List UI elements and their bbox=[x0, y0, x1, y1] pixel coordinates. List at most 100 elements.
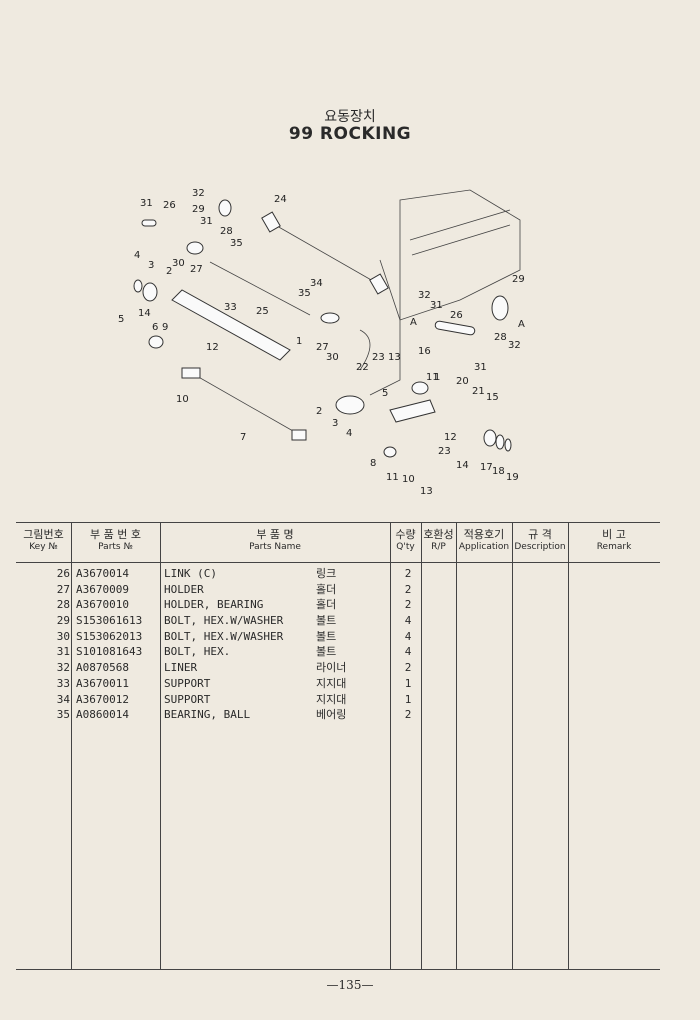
callout-label: A bbox=[518, 319, 525, 330]
callout-label: 34 bbox=[310, 278, 323, 289]
bracket-10 bbox=[181, 367, 201, 379]
support-33 bbox=[171, 289, 291, 361]
link-26-top bbox=[218, 199, 232, 217]
key-cell: 31 bbox=[56, 645, 70, 659]
callout-label: 24 bbox=[274, 194, 287, 205]
part-name-cell: BOLT, HEX.W/WASHER bbox=[164, 614, 284, 628]
qty-cell: 2 bbox=[404, 598, 412, 612]
callout-label: 31 bbox=[430, 300, 443, 311]
callout-label: 2 bbox=[316, 406, 322, 417]
part-number-cell: S153062013 bbox=[76, 629, 143, 643]
part-name-korean-cell: 지지대 bbox=[316, 676, 347, 690]
frame-rail bbox=[409, 209, 511, 256]
callout-label: 29 bbox=[512, 274, 525, 285]
hose-16 bbox=[359, 329, 371, 371]
callout-label: 23 bbox=[438, 446, 451, 457]
col-divider bbox=[160, 522, 161, 970]
callout-label: 28 bbox=[494, 332, 507, 343]
part-name-cell: BOLT, HEX. bbox=[164, 645, 231, 659]
callout-label: 26 bbox=[163, 200, 176, 211]
key-cell: 33 bbox=[56, 676, 70, 690]
qty-cell: 2 bbox=[404, 708, 412, 722]
callout-label: 13 bbox=[420, 486, 433, 497]
part-number-cell: A0870568 bbox=[76, 661, 129, 675]
bearing-2 bbox=[142, 282, 158, 302]
callout-label: 1 bbox=[296, 336, 302, 347]
callout-label: 2 bbox=[166, 266, 172, 277]
rod-25 bbox=[209, 261, 311, 316]
callout-label: 27 bbox=[316, 342, 329, 353]
qty-cell: 1 bbox=[404, 692, 412, 706]
callout-label: 6 bbox=[152, 322, 158, 333]
callout-label: 8 bbox=[370, 458, 376, 469]
part-name-korean-cell: 라이너 bbox=[316, 661, 347, 675]
bearing-15 bbox=[411, 381, 429, 395]
key-cell: 32 bbox=[56, 661, 70, 675]
bushing-9 bbox=[148, 335, 164, 349]
callout-label: 10 bbox=[176, 394, 189, 405]
qty-cell: 4 bbox=[404, 645, 412, 659]
qty-cell: 2 bbox=[404, 661, 412, 675]
callout-label: 19 bbox=[506, 472, 519, 483]
support-shaft-34 bbox=[269, 221, 381, 286]
part-number-cell: A3670011 bbox=[76, 676, 129, 690]
qty-cell: 4 bbox=[404, 629, 412, 643]
part-name-cell: LINK (C) bbox=[164, 567, 217, 580]
table-bottom-border bbox=[16, 969, 660, 970]
callout-label: 23 bbox=[372, 352, 385, 363]
part-number-cell: A0860014 bbox=[76, 708, 129, 722]
key-cell: 27 bbox=[56, 582, 70, 596]
callout-label: 17 bbox=[480, 462, 493, 473]
key-cell: 35 bbox=[56, 708, 70, 722]
callout-label: 12 bbox=[206, 342, 219, 353]
holder-28 bbox=[491, 295, 509, 321]
part-name-korean-cell: 홀더 bbox=[316, 582, 337, 596]
ring-19 bbox=[504, 438, 512, 452]
callout-label: 11 bbox=[386, 472, 399, 483]
callout-label: 33 bbox=[224, 302, 237, 313]
col-divider bbox=[390, 522, 391, 970]
callout-label: 30 bbox=[172, 258, 185, 269]
callout-label: 22 bbox=[356, 362, 369, 373]
bearing-17 bbox=[483, 429, 497, 447]
rod-end-7 bbox=[291, 429, 307, 441]
holder-27 bbox=[320, 312, 340, 324]
callout-label: 31 bbox=[140, 198, 153, 209]
part-name-korean-cell: 지지대 bbox=[316, 692, 347, 706]
col-divider bbox=[71, 522, 72, 970]
washer-18 bbox=[495, 434, 505, 450]
key-cell: 26 bbox=[56, 567, 70, 580]
part-number-cell: A3670014 bbox=[76, 567, 129, 580]
callout-label: 21 bbox=[472, 386, 485, 397]
part-name-korean-cell: 홀더 bbox=[316, 598, 337, 612]
callout-label: 15 bbox=[486, 392, 499, 403]
qty-cell: 2 bbox=[404, 567, 412, 580]
callout-label: 10 bbox=[402, 474, 415, 485]
callout-label: 20 bbox=[456, 376, 469, 387]
part-name-korean-cell: 볼트 bbox=[316, 645, 337, 659]
washer-11 bbox=[383, 446, 397, 458]
callout-label: 25 bbox=[256, 306, 269, 317]
callout-label: 35 bbox=[230, 238, 243, 249]
callout-label: 12 bbox=[444, 432, 457, 443]
part-name-cell: HOLDER, BEARING bbox=[164, 598, 264, 612]
link-assembly-4 bbox=[335, 395, 365, 415]
part-number-cell: A3670012 bbox=[76, 692, 129, 706]
shaft-end-34 bbox=[369, 273, 389, 295]
part-name-cell: HOLDER bbox=[164, 582, 204, 596]
part-name-korean-cell: 링크 bbox=[316, 567, 337, 580]
col-divider bbox=[421, 522, 422, 970]
callout-label: 31 bbox=[200, 216, 213, 227]
callout-label: 3 bbox=[332, 418, 338, 429]
col-divider bbox=[456, 522, 457, 970]
callout-label: 18 bbox=[492, 466, 505, 477]
